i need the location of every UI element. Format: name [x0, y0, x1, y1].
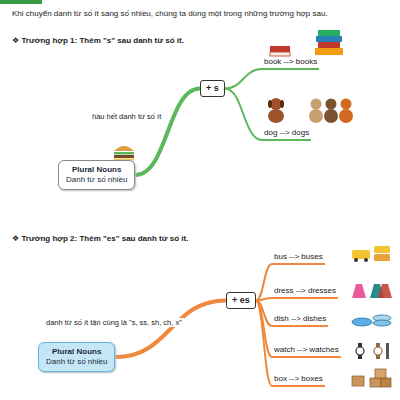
- node-text: dish --> dishes: [274, 314, 326, 324]
- example-leaf: book --> books: [262, 57, 319, 70]
- dress-icon: [352, 284, 392, 298]
- node-text: Plural Nouns: [66, 165, 127, 175]
- root-box: Plural NounsDanh từ số nhiều: [38, 342, 115, 372]
- dish-icon: [352, 315, 391, 326]
- dogs-icon: [309, 99, 353, 124]
- box-icon: [352, 369, 391, 387]
- branch-line: [135, 89, 200, 176]
- books-icon: [315, 30, 343, 55]
- watch-icon: [356, 343, 389, 359]
- branch-line: [256, 301, 272, 387]
- example-leaf: bus --> buses: [272, 252, 325, 265]
- node-text: bus --> buses: [274, 252, 323, 262]
- node-text: dog --> dogs: [264, 128, 309, 138]
- example-leaf: dress --> dresses: [272, 286, 338, 299]
- rule-box: + es: [226, 292, 256, 309]
- branch-line: [225, 89, 262, 141]
- bus-icon: [352, 246, 390, 262]
- case-heading: ❖ Trường hợp 2: Thêm "es" sau danh từ số…: [12, 234, 188, 244]
- book-icon: [270, 46, 290, 56]
- intro-text: Khi chuyển danh từ số ít sang số nhiều, …: [12, 9, 328, 19]
- root-box: Plural NounsDanh từ số nhiều: [58, 160, 135, 190]
- node-text: watch --> watches: [274, 345, 339, 355]
- node-text: dress --> dresses: [274, 286, 336, 296]
- node-text: book --> books: [264, 57, 317, 67]
- branch-line: [256, 264, 272, 301]
- example-leaf: watch --> watches: [272, 345, 341, 358]
- case-heading: ❖ Trường hợp 1: Thêm "s" sau danh từ số …: [12, 36, 184, 46]
- node-text: + s: [206, 83, 219, 94]
- rule-box: + s: [200, 80, 225, 97]
- branch-label: hầu hết danh từ số ít: [90, 112, 163, 121]
- branch-line: [115, 301, 226, 358]
- node-text: + es: [232, 295, 250, 306]
- branch-line: [225, 69, 262, 89]
- example-leaf: dish --> dishes: [272, 314, 328, 327]
- branch-line: [256, 298, 272, 301]
- example-leaf: dog --> dogs: [262, 128, 311, 141]
- header-bar: [0, 0, 42, 4]
- node-text: box --> boxes: [274, 374, 323, 384]
- node-text: Plural Nouns: [46, 347, 107, 357]
- dog-icon: [268, 98, 284, 123]
- example-leaf: box --> boxes: [272, 374, 325, 387]
- node-text: Danh từ số nhiều: [66, 175, 127, 185]
- node-text: Danh từ số nhiều: [46, 357, 107, 367]
- branch-label: danh từ số ít tận cùng là "s, ss, sh, ch…: [44, 318, 184, 327]
